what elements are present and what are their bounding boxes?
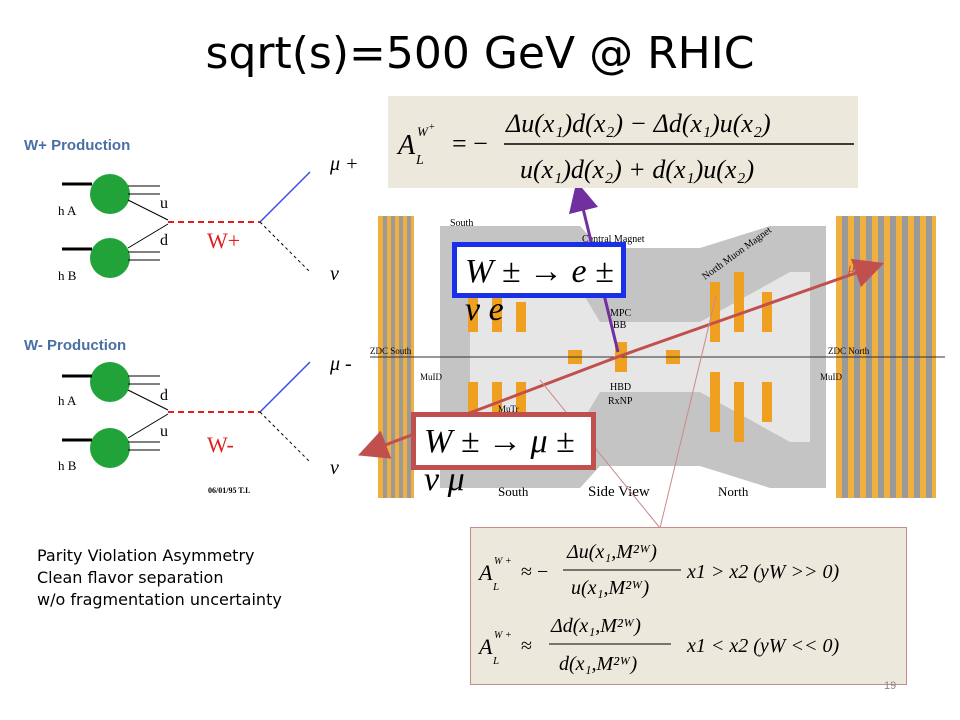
muon-channel-text: W ± → μ ± ν μ — [416, 417, 591, 498]
wminus-quark-bot: u — [160, 423, 168, 440]
hadron-a-blob — [90, 174, 130, 214]
asymmetry-formula-box: A W + L = − Δu(x₁)d(x₂) − Δd(x₁)u(x₂) u(… — [388, 96, 858, 188]
mpc-label: MPC — [610, 308, 631, 319]
note-line: w/o fragmentation uncertainty — [37, 590, 282, 609]
notes-block: Parity Violation Asymmetry Clean flavor … — [37, 545, 282, 611]
approximation-formulas: A W + L ≈ − Δu(x₁,M²ᵂ) u(x₁,M²ᵂ) x1 > x2… — [477, 541, 839, 675]
wminus-heading: W- Production — [24, 337, 126, 354]
svg-text:W: W — [417, 124, 429, 139]
asymmetry-formula: A W + L = − Δu(x₁)d(x₂) − Δd(x₁)u(x₂) u(… — [396, 109, 854, 184]
wminus-stamp: 06/01/95 T.I. — [208, 486, 250, 495]
feynman-diagrams: W+ Production h A h B u d W+ μ + ν W- Pr… — [24, 137, 359, 495]
wminus-quark-top: d — [160, 387, 168, 404]
muon-track-right — [619, 258, 885, 358]
wplus-quark-bot: d — [160, 232, 168, 249]
page-title: sqrt(s)=500 GeV @ RHIC — [205, 28, 755, 79]
svg-text:L: L — [415, 153, 424, 168]
svg-text:Δu(x₁)d(x₂) − Δd(x₁)u(x₂): Δu(x₁)d(x₂) − Δd(x₁)u(x₂) — [505, 109, 771, 138]
muon-channel-box: W ± → μ ± ν μ — [411, 412, 596, 498]
svg-text:u(x₁,M²ᵂ): u(x₁,M²ᵂ) — [571, 577, 650, 599]
approximation-box: A W + L ≈ − Δu(x₁,M²ᵂ) u(x₁,M²ᵂ) x1 > x2… — [470, 527, 907, 685]
svg-text:L: L — [492, 655, 499, 667]
svg-text:≈ −: ≈ − — [521, 561, 548, 583]
svg-text:d(x₁,M²ᵂ): d(x₁,M²ᵂ) — [559, 653, 638, 675]
wplus-ha: h A — [58, 203, 77, 218]
bottom-south-label: South — [498, 484, 529, 499]
wminus-ha: h A — [58, 393, 77, 408]
svg-text:W +: W + — [494, 630, 512, 641]
callout-line-2 — [539, 379, 661, 529]
zdc-south-label: ZDC South — [370, 346, 412, 356]
callout-line-1 — [659, 295, 717, 529]
wminus-boson: W- — [207, 432, 234, 457]
hadron-b-blob — [90, 238, 130, 278]
svg-text:Δu(x₁,M²ᵂ): Δu(x₁,M²ᵂ) — [566, 541, 657, 563]
svg-text:A: A — [396, 130, 416, 161]
note-line: Clean flavor separation — [37, 568, 224, 587]
mutr-label: MuTr — [498, 404, 519, 414]
hadron-a-blob-2 — [90, 362, 130, 402]
row1-condition: x1 > x2 (yW >> 0) — [686, 561, 839, 583]
zdc-north-label: ZDC North — [828, 346, 870, 356]
muid-left-label: MuID — [420, 372, 442, 382]
svg-text:W +: W + — [494, 556, 512, 567]
svg-text:≈: ≈ — [521, 635, 532, 657]
wplus-lepton: μ + — [329, 153, 359, 175]
wminus-neutrino: ν — [330, 457, 339, 479]
bb-label: BB — [613, 320, 627, 331]
svg-text:A: A — [477, 560, 493, 585]
svg-text:= −: = − — [452, 129, 488, 158]
wminus-lepton: μ - — [329, 353, 352, 375]
wplus-boson: W+ — [207, 228, 240, 253]
rxnp-label: RxNP — [608, 396, 633, 407]
svg-text:+: + — [429, 122, 435, 133]
hbd-label: HBD — [610, 382, 631, 393]
page-number: 19 — [884, 680, 897, 692]
svg-text:u(x₁)d(x₂) + d(x₁)u(x₂): u(x₁)d(x₂) + d(x₁)u(x₂) — [520, 155, 754, 184]
central-magnet-label: Central Magnet — [582, 234, 645, 245]
electron-channel-text: W ± → e ± ν e — [457, 247, 621, 328]
muid-right-label: MuID — [820, 372, 842, 382]
electron-channel-box: W ± → e ± ν e — [452, 242, 626, 328]
electron-channel-label: W ± → e ± ν e — [465, 253, 614, 328]
row2-condition: x1 < x2 (yW << 0) — [686, 635, 839, 657]
south-label: South — [450, 218, 473, 229]
wminus-hb: h B — [58, 458, 77, 473]
svg-text:L: L — [492, 581, 499, 593]
svg-text:A: A — [477, 634, 493, 659]
wplus-hb: h B — [58, 268, 77, 283]
muon-channel-label: W ± → μ ± ν μ — [424, 423, 575, 498]
note-line: Parity Violation Asymmetry — [37, 546, 255, 565]
svg-text:Δd(x₁,M²ᵂ): Δd(x₁,M²ᵂ) — [550, 615, 641, 637]
wplus-heading: W+ Production — [24, 137, 130, 154]
bottom-north-label: North — [718, 484, 749, 499]
hadron-b-blob-2 — [90, 428, 130, 468]
wplus-quark-top: u — [160, 195, 168, 212]
wplus-neutrino: ν — [330, 263, 339, 285]
